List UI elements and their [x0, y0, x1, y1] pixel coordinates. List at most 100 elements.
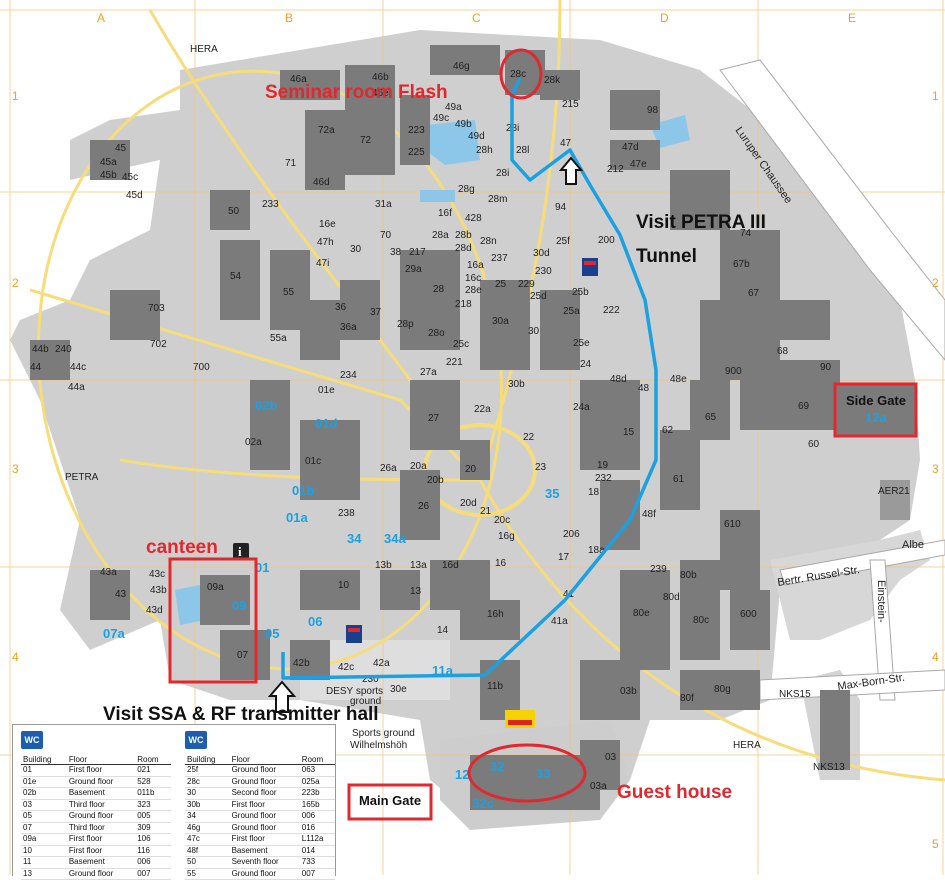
svg-text:36: 36: [335, 302, 347, 313]
grid-row-4-right: 4: [932, 650, 939, 664]
svg-text:47e: 47e: [630, 159, 647, 170]
svg-text:09a: 09a: [207, 582, 224, 593]
svg-text:702: 702: [150, 339, 167, 350]
red-highlights: [168, 48, 918, 821]
svg-text:16: 16: [495, 558, 507, 569]
svg-text:41a: 41a: [551, 616, 568, 627]
svg-text:45c: 45c: [122, 172, 138, 183]
seminar-room-label: Seminar room Flash: [265, 82, 448, 103]
highlight-buildings: 02b 01d 01b 01a 34 34a 35 09 07a 05 06 1…: [103, 398, 559, 811]
legend-cell: 28c: [185, 776, 230, 788]
grid-row-5-right: 5: [932, 837, 939, 851]
legend-cell: Ground floor: [229, 868, 300, 880]
bldg-34a: 34a: [384, 531, 406, 546]
bldg-35: 35: [545, 486, 559, 501]
bldg-06: 06: [308, 614, 322, 629]
svg-text:28o: 28o: [428, 328, 445, 339]
svg-text:80f: 80f: [680, 693, 694, 704]
svg-text:28m: 28m: [488, 194, 507, 205]
svg-text:70: 70: [380, 230, 392, 241]
svg-text:47: 47: [560, 138, 572, 149]
svg-text:28: 28: [433, 284, 445, 295]
svg-text:72: 72: [360, 135, 372, 146]
svg-text:43d: 43d: [146, 605, 163, 616]
tour-route: [281, 77, 658, 680]
svg-text:45b: 45b: [100, 170, 117, 181]
main-gate-label: Main Gate: [358, 793, 422, 808]
svg-text:13a: 13a: [410, 560, 427, 571]
svg-text:80d: 80d: [663, 592, 680, 603]
legend-cell: 323: [135, 799, 171, 811]
svg-text:22: 22: [523, 432, 535, 443]
svg-text:46e: 46e: [372, 88, 389, 99]
legend-cell: L112a: [299, 833, 335, 846]
svg-text:46g: 46g: [453, 61, 470, 72]
legend-cell: Seventh floor: [229, 856, 300, 869]
svg-text:47h: 47h: [317, 237, 334, 248]
svg-text:20a: 20a: [410, 461, 427, 472]
svg-text:16h: 16h: [487, 609, 504, 620]
svg-text:600: 600: [740, 609, 757, 620]
svg-text:48e: 48e: [670, 374, 687, 385]
legend-cell: 063: [299, 764, 335, 777]
svg-text:221: 221: [446, 357, 463, 368]
svg-text:428: 428: [465, 213, 482, 224]
bldg-01b: 01b: [292, 483, 314, 498]
legend-cell: 30b: [185, 799, 230, 811]
legend-cell: 07: [21, 822, 67, 834]
bldg-33: 33: [536, 766, 550, 781]
legend-cell: 46g: [185, 822, 230, 834]
station-icon: [505, 710, 535, 728]
svg-text:223: 223: [408, 125, 425, 136]
svg-text:22a: 22a: [474, 404, 491, 415]
svg-text:225: 225: [408, 147, 425, 158]
svg-text:17: 17: [558, 552, 570, 563]
legend-cell: 10: [21, 845, 67, 857]
svg-text:69: 69: [798, 401, 810, 412]
legend-cell: Second floor: [229, 787, 300, 800]
svg-text:217: 217: [409, 247, 426, 258]
legend-cell: 016: [299, 822, 335, 834]
svg-text:237: 237: [491, 253, 508, 264]
svg-text:31a: 31a: [375, 199, 392, 210]
svg-text:45: 45: [115, 143, 127, 154]
svg-text:46a: 46a: [290, 74, 307, 85]
legend-cell: 03: [21, 799, 67, 811]
legend-cell: 30: [185, 787, 230, 800]
legend-cell: 006: [135, 856, 171, 869]
legend-cell: 006: [299, 810, 335, 823]
svg-text:28c: 28c: [510, 69, 526, 80]
svg-text:50: 50: [228, 206, 240, 217]
svg-text:27a: 27a: [420, 367, 437, 378]
svg-text:21: 21: [480, 506, 492, 517]
arrow-up-icon: [558, 156, 584, 185]
arrow-up-icon-2: [267, 680, 297, 713]
legend-cell: 25f: [185, 764, 230, 777]
grid-row-1-right: 1: [932, 89, 939, 103]
svg-text:Sports ground: Sports ground: [352, 728, 415, 739]
svg-text:230: 230: [535, 266, 552, 277]
legend-cell: Basement: [229, 845, 300, 857]
svg-text:19: 19: [597, 460, 609, 471]
bldg-02b: 02b: [255, 398, 277, 413]
main-gate-box: [347, 783, 433, 821]
svg-text:28k: 28k: [544, 75, 561, 86]
svg-text:Wilhelmshöh: Wilhelmshöh: [350, 740, 407, 751]
svg-text:PETRA: PETRA: [65, 472, 99, 483]
svg-text:13b: 13b: [375, 560, 392, 571]
svg-text:ground: ground: [350, 696, 381, 707]
svg-text:HERA: HERA: [190, 44, 218, 55]
legend-cell: 47c: [185, 833, 230, 846]
svg-text:900: 900: [725, 366, 742, 377]
svg-text:65: 65: [705, 412, 717, 423]
svg-text:25f: 25f: [556, 236, 570, 247]
svg-text:02a: 02a: [245, 437, 262, 448]
svg-text:30a: 30a: [492, 316, 509, 327]
svg-text:46d: 46d: [313, 177, 330, 188]
legend-cell: Ground floor: [229, 764, 300, 777]
